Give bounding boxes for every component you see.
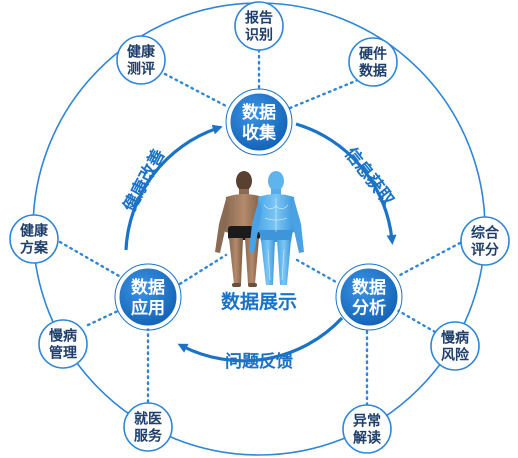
connector-score — [398, 241, 462, 277]
node-hardware: 硬件数据 — [348, 37, 398, 87]
cycle-arcs — [124, 122, 397, 363]
arc-feedback — [177, 316, 344, 363]
node-manage-label: 慢病管理 — [49, 328, 77, 362]
connector-assess — [163, 72, 228, 108]
arc-label-feedback: 问题反馈 — [225, 351, 293, 372]
node-assess: 健康测评 — [116, 35, 166, 85]
node-risk: 慢病风险 — [430, 321, 480, 371]
center-label: 数据展示 — [221, 290, 297, 313]
hub-analyze: 数据分析 — [335, 263, 403, 331]
node-hardware-label: 硬件数据 — [359, 46, 387, 80]
node-score: 综合评分 — [460, 216, 510, 266]
connector-risk — [395, 308, 437, 334]
node-plan: 健康方案 — [9, 214, 59, 264]
hub-apply-label: 数据应用 — [131, 277, 165, 318]
node-medical: 就医服务 — [123, 402, 173, 452]
node-report: 报告识别 — [234, 1, 284, 51]
hub-apply: 数据应用 — [114, 263, 182, 331]
arc-label-improve: 健康改善 — [119, 145, 169, 215]
outer-nodes: 报告识别 硬件数据 综合评分 慢病风险 异常解读 就医服务 慢病管理 健康方案 — [9, 1, 510, 454]
connector-plan — [58, 240, 121, 278]
hubs: 数据收集 数据分析 数据应用 — [114, 88, 403, 331]
connector-manage — [86, 308, 122, 327]
human-body-figures-icon — [215, 171, 304, 287]
hub-analyze-label: 数据分析 — [352, 277, 386, 318]
node-interpret-label: 异常解读 — [353, 413, 381, 447]
node-report-label: 报告识别 — [245, 10, 273, 44]
anatomy-body-figure — [249, 171, 304, 285]
node-score-label: 综合评分 — [471, 225, 500, 259]
hub-collect-label: 数据收集 — [242, 102, 277, 143]
node-medical-label: 就医服务 — [134, 411, 163, 445]
node-assess-label: 健康测评 — [127, 44, 156, 78]
hub-collect: 数据收集 — [225, 88, 293, 156]
arc-label-acquire: 信息获取 — [340, 143, 398, 210]
arc-acquire — [295, 122, 397, 245]
node-interpret: 异常解读 — [342, 404, 392, 454]
connector-lines — [58, 48, 462, 407]
connector-center-left — [173, 253, 228, 289]
connector-hardware — [288, 78, 360, 110]
node-plan-label: 健康方案 — [20, 223, 49, 257]
node-manage: 慢病管理 — [38, 319, 88, 369]
connector-center-right — [295, 258, 338, 284]
arc-improve — [124, 124, 223, 251]
node-risk-label: 慢病风险 — [441, 330, 470, 364]
